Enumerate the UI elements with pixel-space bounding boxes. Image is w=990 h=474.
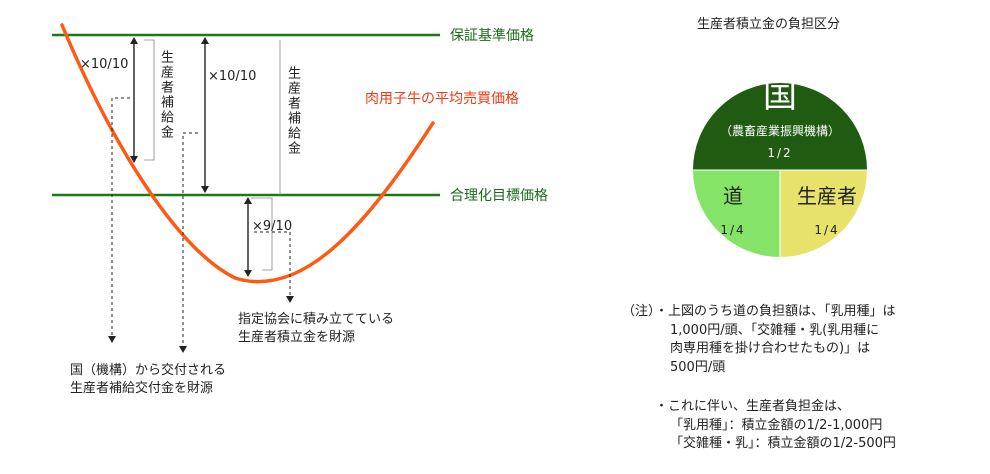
source-arrow-association bbox=[254, 231, 294, 303]
pie-slice-producer bbox=[780, 170, 867, 257]
bracket-reserve bbox=[251, 197, 273, 271]
note2-line2: 「乳用種」：積立金額の1/2-1,000円 bbox=[670, 417, 883, 433]
source-arrow-national-1 bbox=[108, 97, 130, 343]
note2-line1: ・これに伴い、生産者負担金は、 bbox=[655, 399, 851, 414]
note1-line3: 肉専用種を掛け合わせたもの)」は bbox=[670, 341, 871, 356]
note1-line4: 500円/頭 bbox=[670, 359, 726, 375]
association-source-note: 指定協会に積み立てている 生産者積立金を財源 bbox=[238, 311, 394, 347]
producer-share: 1/4 bbox=[814, 223, 839, 237]
note1-line1: ・上図のうち道の負担額は、「乳用種」は bbox=[655, 304, 896, 319]
national-main: 国 bbox=[763, 76, 797, 116]
association-source-line2: 生産者積立金を財源 bbox=[238, 330, 356, 345]
national-source-line1: 国（機構）から交付される bbox=[70, 363, 227, 378]
burden-share-title: 生産者積立金の負担区分 bbox=[697, 17, 841, 32]
prefecture-share: 1/4 bbox=[720, 223, 745, 237]
notes-prefix: （注） bbox=[622, 304, 662, 319]
pie-slice-prefecture bbox=[693, 170, 780, 257]
average-price-label: 肉用子牛の平均売買価格 bbox=[365, 91, 519, 107]
subsidy-label-small: 生産者補給金 bbox=[158, 50, 173, 140]
notes-bullet1: ・上図のうち道の負担額は、「乳用種」は 1,000円/頭、「交雑種・乳(乳用種に… bbox=[655, 303, 896, 377]
producer-main: 生産者 bbox=[797, 184, 857, 208]
association-source-line1: 指定協会に積み立てている bbox=[238, 312, 395, 327]
price-support-diagram: ×10/10 ×10/10 ×9/10 保証基準価格 肉用子牛の平均売買価格 合… bbox=[52, 23, 548, 353]
source-arrow-national-2 bbox=[179, 132, 198, 353]
ratio-lower: ×9/10 bbox=[252, 219, 292, 234]
note1-line2: 1,000円/頭、「交雑種・乳(乳用種に bbox=[670, 322, 880, 338]
subsidy-label-large: 生産者補給金 bbox=[285, 66, 300, 156]
pie-slice-national bbox=[693, 83, 867, 170]
notes-bullet2: ・これに伴い、生産者負担金は、 「乳用種」：積立金額の1/2-1,000円 「交… bbox=[655, 398, 896, 454]
note2-line3: 「交雑種・乳」：積立金額の1/2-500円 bbox=[670, 436, 896, 451]
bracket-small bbox=[144, 39, 155, 161]
national-share: 1/2 bbox=[767, 146, 792, 160]
prefecture-main: 道 bbox=[723, 184, 743, 208]
ratio-upper-large: ×10/10 bbox=[208, 69, 256, 84]
ratio-upper-small: ×10/10 bbox=[80, 57, 128, 72]
national-sub: （農畜産業振興機構） bbox=[720, 123, 840, 138]
target-price-label: 合理化目標価格 bbox=[450, 188, 548, 204]
national-source-note: 国（機構）から交付される 生産者補給交付金を財源 bbox=[70, 362, 226, 398]
national-source-line2: 生産者補給交付金を財源 bbox=[70, 381, 214, 396]
guarantee-price-label: 保証基準価格 bbox=[450, 27, 534, 44]
burden-share-pie: 国 （農畜産業振興機構） 1/2 道 1/4 生産者 1/4 bbox=[693, 76, 867, 257]
